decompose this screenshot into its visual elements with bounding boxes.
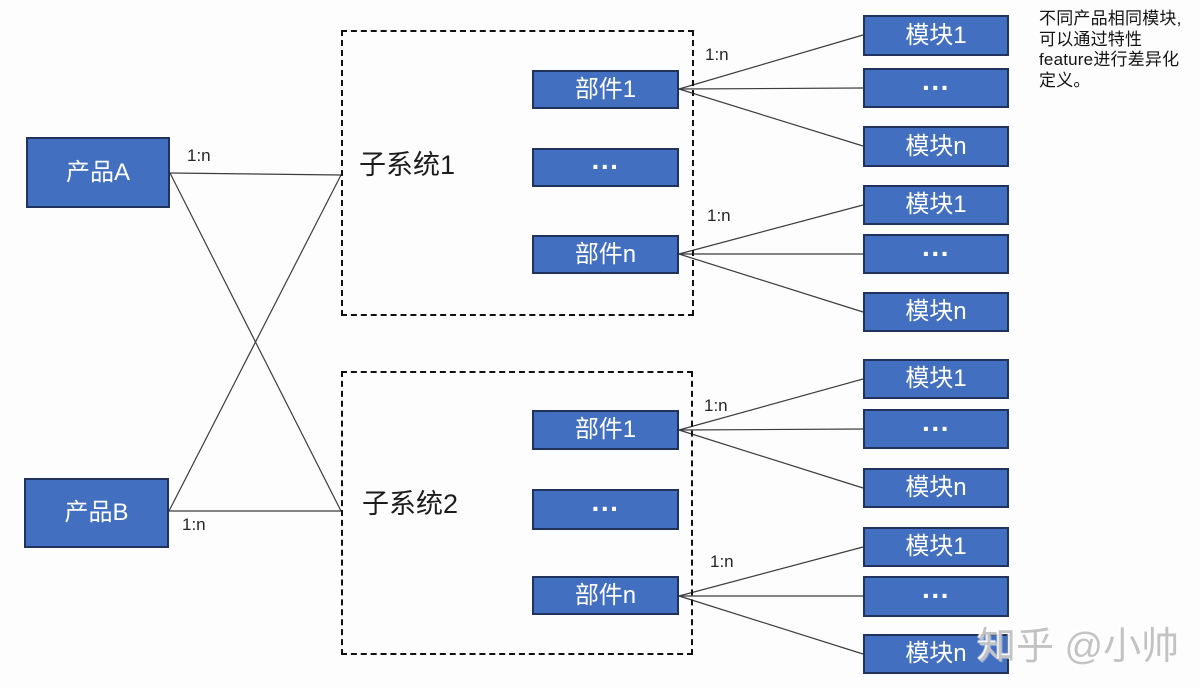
subsystem-2-part-ellipsis-box: ··· [532, 489, 679, 530]
module-label: 模块1 [905, 533, 967, 560]
part-label: 部件1 [574, 75, 637, 103]
module-g3-n-box: 模块n [863, 468, 1009, 508]
relation-label-product-b: 1:n [182, 515, 206, 534]
relation-label-sub1-partn: 1:n [707, 206, 731, 225]
product-a-label: 产品A [65, 158, 130, 186]
module-g1-n-box: 模块n [863, 126, 1009, 167]
part-label: ··· [591, 493, 620, 524]
module-label: 模块n [905, 474, 967, 501]
module-label: 模块n [905, 640, 967, 667]
part-label: ··· [591, 151, 620, 182]
module-g2-ellipsis-box: ··· [863, 234, 1009, 274]
module-label: ··· [922, 580, 950, 611]
module-g2-n-box: 模块n [863, 292, 1009, 332]
part-label: 部件n [574, 581, 637, 609]
subsystem-2-label: 子系统2 [362, 489, 459, 519]
part-label: 部件1 [574, 416, 637, 443]
module-label: 模块n [905, 132, 967, 160]
module-g2-1-box: 模块1 [863, 185, 1009, 225]
relation-label-sub2-part1: 1:n [704, 396, 728, 415]
module-g4-n-box: 模块n [863, 634, 1009, 674]
subsystem-1-part-ellipsis-box: ··· [532, 148, 679, 187]
module-g3-1-box: 模块1 [863, 359, 1009, 399]
product-a-box: 产品A [26, 137, 170, 208]
subsystem-2-part-1-box: 部件1 [532, 410, 679, 450]
module-label: ··· [922, 71, 950, 103]
module-g3-ellipsis-box: ··· [863, 409, 1009, 449]
relation-label-sub1-part1: 1:n [705, 45, 729, 64]
subsystem-2-part-n-box: 部件n [532, 576, 679, 615]
relation-label-sub2-partn: 1:n [710, 552, 734, 571]
annotation-text: 不同产品相同模块, 可以通过特性 feature进行差异化 定义。 [1039, 9, 1182, 90]
subsystem-1-part-n-box: 部件n [532, 235, 679, 274]
product-b-box: 产品B [24, 478, 169, 548]
subsystem-1-label: 子系统1 [359, 150, 456, 180]
module-label: 模块n [905, 298, 967, 325]
subsystem-1-part-1-box: 部件1 [532, 70, 679, 109]
module-g4-ellipsis-box: ··· [863, 576, 1009, 617]
watermark: 知乎 @小帅 [978, 626, 1180, 668]
subsystem-1-frame [341, 30, 694, 316]
subsystem-2-frame [341, 371, 693, 655]
module-label: 模块1 [905, 21, 967, 49]
part-label: 部件n [574, 240, 637, 268]
module-label: 模块1 [905, 365, 967, 392]
module-g1-ellipsis-box: ··· [863, 68, 1009, 108]
module-g1-1-box: 模块1 [863, 15, 1009, 56]
product-b-label: 产品B [64, 499, 129, 526]
module-label: ··· [922, 412, 950, 444]
module-g4-1-box: 模块1 [863, 527, 1009, 567]
module-label: 模块1 [905, 191, 967, 218]
module-label: ··· [922, 237, 950, 269]
relation-label-product-a: 1:n [187, 146, 211, 165]
